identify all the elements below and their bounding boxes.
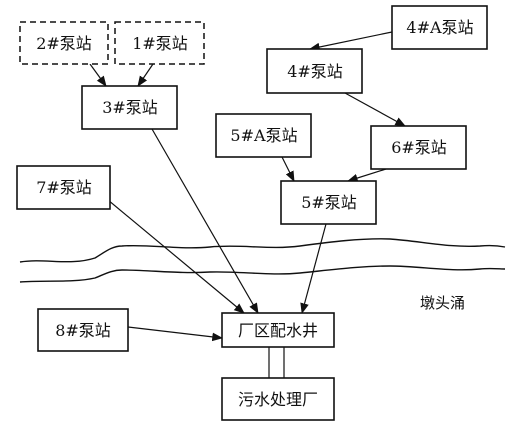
node-ps7-label: 7#泵站 <box>36 178 92 197</box>
node-ps5a: 5#A泵站 <box>215 113 312 158</box>
edge-ps4-to-ps6 <box>344 92 406 127</box>
node-well-label: 厂区配水井 <box>238 321 318 340</box>
edge-ps5-to-well <box>300 223 327 315</box>
node-ps3-label: 3#泵站 <box>102 98 158 117</box>
node-ps1-label: 1#泵站 <box>132 34 188 53</box>
edge-ps7-to-well <box>95 189 245 314</box>
node-ps8-label: 8#泵站 <box>55 321 111 340</box>
node-ps1: 1#泵站 <box>114 21 205 65</box>
node-ps5a-label: 5#A泵站 <box>230 126 297 145</box>
node-plant: 污水处理厂 <box>221 377 335 421</box>
node-ps7: 7#泵站 <box>16 165 111 210</box>
node-ps8: 8#泵站 <box>37 308 129 352</box>
river-label: 墩头涌 <box>420 294 465 312</box>
node-ps4: 4#泵站 <box>266 48 363 94</box>
node-ps2: 2#泵站 <box>19 21 109 65</box>
river-bank-lower <box>19 265 506 283</box>
node-ps3: 3#泵站 <box>81 85 178 130</box>
node-ps4a: 4#A泵站 <box>391 5 488 50</box>
edge-ps5a-to-ps5 <box>281 156 295 182</box>
node-ps5: 5#泵站 <box>280 180 377 225</box>
edge-ps3-to-well <box>151 128 259 314</box>
node-plant-label: 污水处理厂 <box>238 390 318 409</box>
node-ps6-label: 6#泵站 <box>391 138 447 157</box>
edge-ps4a-to-ps4 <box>308 31 393 52</box>
node-ps2-label: 2#泵站 <box>36 34 92 53</box>
node-well: 厂区配水井 <box>221 312 335 348</box>
node-ps4a-label: 4#A泵站 <box>406 18 473 37</box>
edge-ps2-to-ps3 <box>89 63 107 87</box>
node-ps6: 6#泵站 <box>370 125 467 170</box>
edge-ps6-to-ps5 <box>346 168 387 183</box>
river-bank-upper <box>19 238 506 263</box>
edge-ps1-to-ps3 <box>137 63 154 87</box>
edges-layer <box>89 31 406 342</box>
node-ps5-label: 5#泵站 <box>301 193 357 212</box>
edge-ps8-to-well <box>127 326 224 342</box>
node-ps4-label: 4#泵站 <box>287 62 343 81</box>
